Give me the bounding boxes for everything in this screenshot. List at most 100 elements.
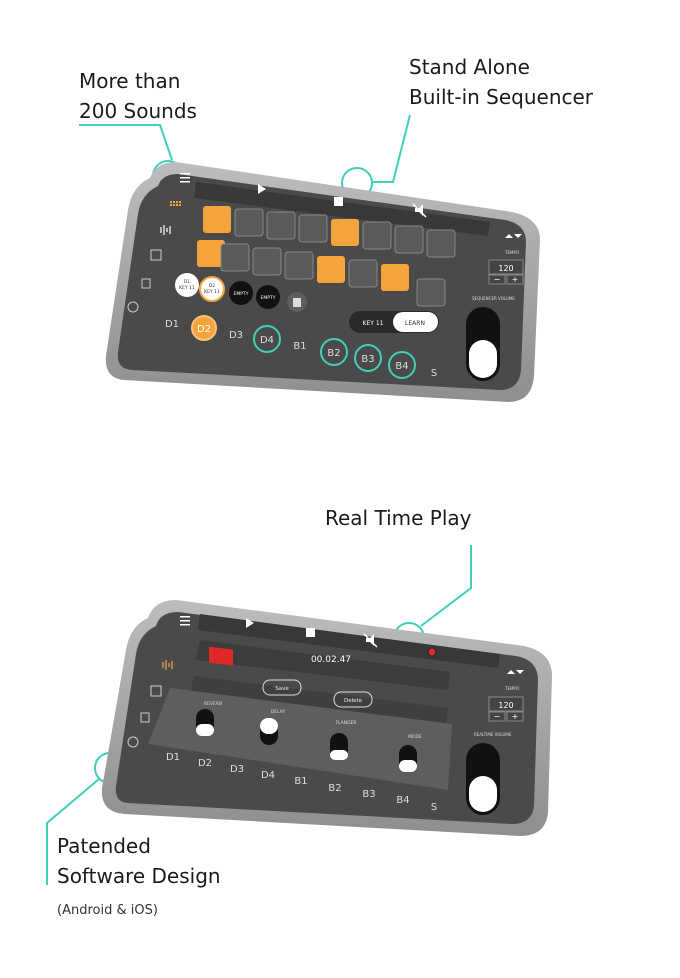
- effect-label-delay: DELAY: [271, 709, 286, 715]
- pad-button-B4[interactable]: B4: [396, 795, 409, 806]
- pad-button-D3[interactable]: D3: [230, 764, 244, 775]
- step-pad[interactable]: [416, 278, 446, 307]
- transport-arrows-icon[interactable]: [507, 670, 524, 674]
- step-pad[interactable]: [298, 214, 328, 243]
- pad-button-S[interactable]: S: [431, 802, 437, 813]
- pad-button-D1[interactable]: D1: [166, 752, 180, 763]
- pad-button-B3[interactable]: B3: [354, 344, 382, 372]
- svg-text:D2: D2: [197, 324, 211, 335]
- slot-button-2[interactable]: D2 KEY 11: [199, 276, 225, 302]
- mute-icon[interactable]: [412, 203, 427, 218]
- realtime-volume-slider[interactable]: [466, 743, 500, 815]
- step-pad[interactable]: [234, 208, 264, 237]
- pad-button-S[interactable]: S: [431, 368, 437, 379]
- tempo-minus-label: −: [494, 275, 501, 284]
- pad-button-D3[interactable]: D3: [229, 330, 243, 341]
- effect-label-mode: MODE: [408, 734, 422, 740]
- flanger-knob[interactable]: [330, 733, 348, 760]
- slot-1-label: D1: [184, 279, 190, 285]
- step-pad[interactable]: [394, 225, 424, 254]
- pad-button-D4[interactable]: D4: [261, 770, 275, 781]
- svg-text:S: S: [431, 368, 437, 379]
- sequencer-icon[interactable]: [170, 201, 181, 206]
- svg-text:B2: B2: [328, 783, 341, 794]
- delete-button[interactable]: Delete: [333, 691, 373, 708]
- list-icon[interactable]: [150, 249, 162, 261]
- tempo-field[interactable]: [488, 259, 524, 275]
- save-label: Save: [275, 686, 289, 692]
- svg-text:S: S: [431, 802, 437, 813]
- waveform-icon[interactable]: [162, 660, 173, 670]
- callout-patented-line1: Patended: [57, 834, 151, 858]
- pad-button-B4[interactable]: B4: [388, 351, 416, 379]
- step-grid-row-1: [203, 206, 456, 258]
- effect-label-flanger: FLANGER: [335, 720, 356, 726]
- pad-button-B2[interactable]: B2: [328, 783, 341, 794]
- effects-panel: [148, 688, 452, 790]
- stop-icon[interactable]: [306, 628, 315, 637]
- step-pad[interactable]: [381, 264, 409, 291]
- pad-row: D1 D2 D3 D4 B1 B2 B3 B4 S: [166, 752, 437, 813]
- slot-button-3[interactable]: EMPTY: [229, 281, 253, 305]
- pad-button-D1[interactable]: D1: [165, 319, 179, 330]
- help-icon[interactable]: [127, 301, 139, 313]
- pad-button-D2[interactable]: D2: [191, 315, 217, 341]
- save-button[interactable]: Save: [262, 679, 302, 696]
- tempo-value: 120: [498, 264, 513, 273]
- step-pad[interactable]: [203, 206, 231, 233]
- step-pad[interactable]: [266, 211, 296, 240]
- svg-text:D1: D1: [166, 752, 180, 763]
- stop-icon[interactable]: [334, 197, 343, 206]
- step-pad[interactable]: [220, 243, 250, 272]
- tempo-plus-button[interactable]: [506, 711, 524, 722]
- note-icon[interactable]: [141, 278, 151, 289]
- record-icon[interactable]: [427, 647, 437, 657]
- step-pad[interactable]: [426, 229, 456, 258]
- step-pad[interactable]: [331, 219, 359, 246]
- step-pad[interactable]: [284, 251, 314, 280]
- transport-arrows-icon[interactable]: [505, 234, 522, 238]
- step-pad[interactable]: [317, 256, 345, 283]
- help-icon[interactable]: [127, 736, 139, 748]
- tempo-minus-button[interactable]: [488, 711, 506, 722]
- menu-icon[interactable]: [180, 616, 190, 626]
- note-icon[interactable]: [140, 712, 150, 723]
- leader-line-sequencer: [372, 114, 411, 183]
- step-pad[interactable]: [197, 240, 225, 267]
- svg-text:B4: B4: [396, 795, 409, 806]
- play-icon[interactable]: [246, 618, 254, 628]
- pad-button-D4[interactable]: D4: [253, 325, 281, 353]
- tempo-plus-button[interactable]: [506, 274, 524, 285]
- step-pad[interactable]: [362, 221, 392, 250]
- tempo-minus-button[interactable]: [488, 274, 506, 285]
- sequencer-volume-slider[interactable]: [466, 307, 500, 381]
- key-learn-toggle[interactable]: KEY 11 LEARN: [349, 311, 439, 333]
- tempo-plus-label: +: [512, 275, 519, 284]
- delay-knob[interactable]: [260, 718, 278, 745]
- pad-button-B2[interactable]: B2: [320, 338, 348, 366]
- svg-text:D2: D2: [198, 758, 212, 769]
- tempo-field[interactable]: [488, 696, 524, 712]
- callout-standalone-line2: Built-in Sequencer: [409, 85, 594, 109]
- slot-button-4[interactable]: EMPTY: [256, 285, 280, 309]
- svg-text:B2: B2: [327, 348, 340, 359]
- list-icon[interactable]: [150, 685, 162, 697]
- pad-button-B1[interactable]: B1: [294, 776, 307, 787]
- step-pad[interactable]: [348, 259, 378, 288]
- pad-button-D2[interactable]: D2: [198, 758, 212, 769]
- pad-button-B1[interactable]: B1: [293, 341, 306, 352]
- mode-knob[interactable]: [399, 745, 417, 772]
- pad-button-B3[interactable]: B3: [362, 789, 375, 800]
- mute-icon[interactable]: [363, 633, 378, 648]
- waveform-icon[interactable]: [160, 225, 171, 235]
- reverb-knob[interactable]: [196, 709, 214, 736]
- recorded-clip[interactable]: [209, 646, 233, 666]
- play-icon[interactable]: [258, 184, 266, 194]
- svg-text:D4: D4: [261, 770, 275, 781]
- slot-button-1[interactable]: D1 KEY 11: [175, 273, 199, 297]
- trash-icon[interactable]: [287, 292, 307, 312]
- step-pad[interactable]: [252, 247, 282, 276]
- slot-2-label: D2: [209, 283, 215, 289]
- menu-icon[interactable]: [180, 173, 190, 183]
